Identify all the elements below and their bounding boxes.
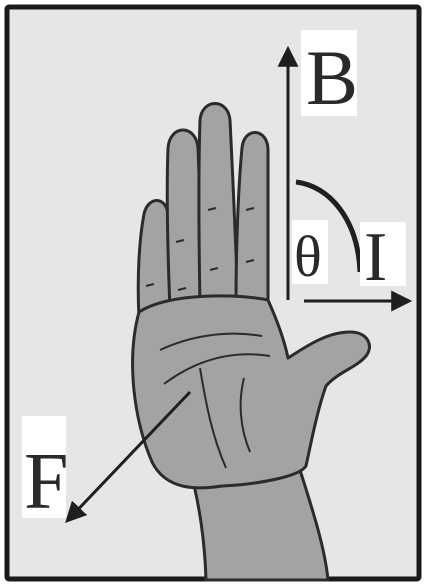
label-magnetic-field: B	[306, 34, 358, 121]
label-angle-theta: θ	[294, 224, 322, 289]
finger-middle	[199, 104, 238, 306]
label-current: I	[364, 219, 387, 296]
finger-index	[236, 132, 268, 305]
label-force: F	[24, 438, 69, 526]
